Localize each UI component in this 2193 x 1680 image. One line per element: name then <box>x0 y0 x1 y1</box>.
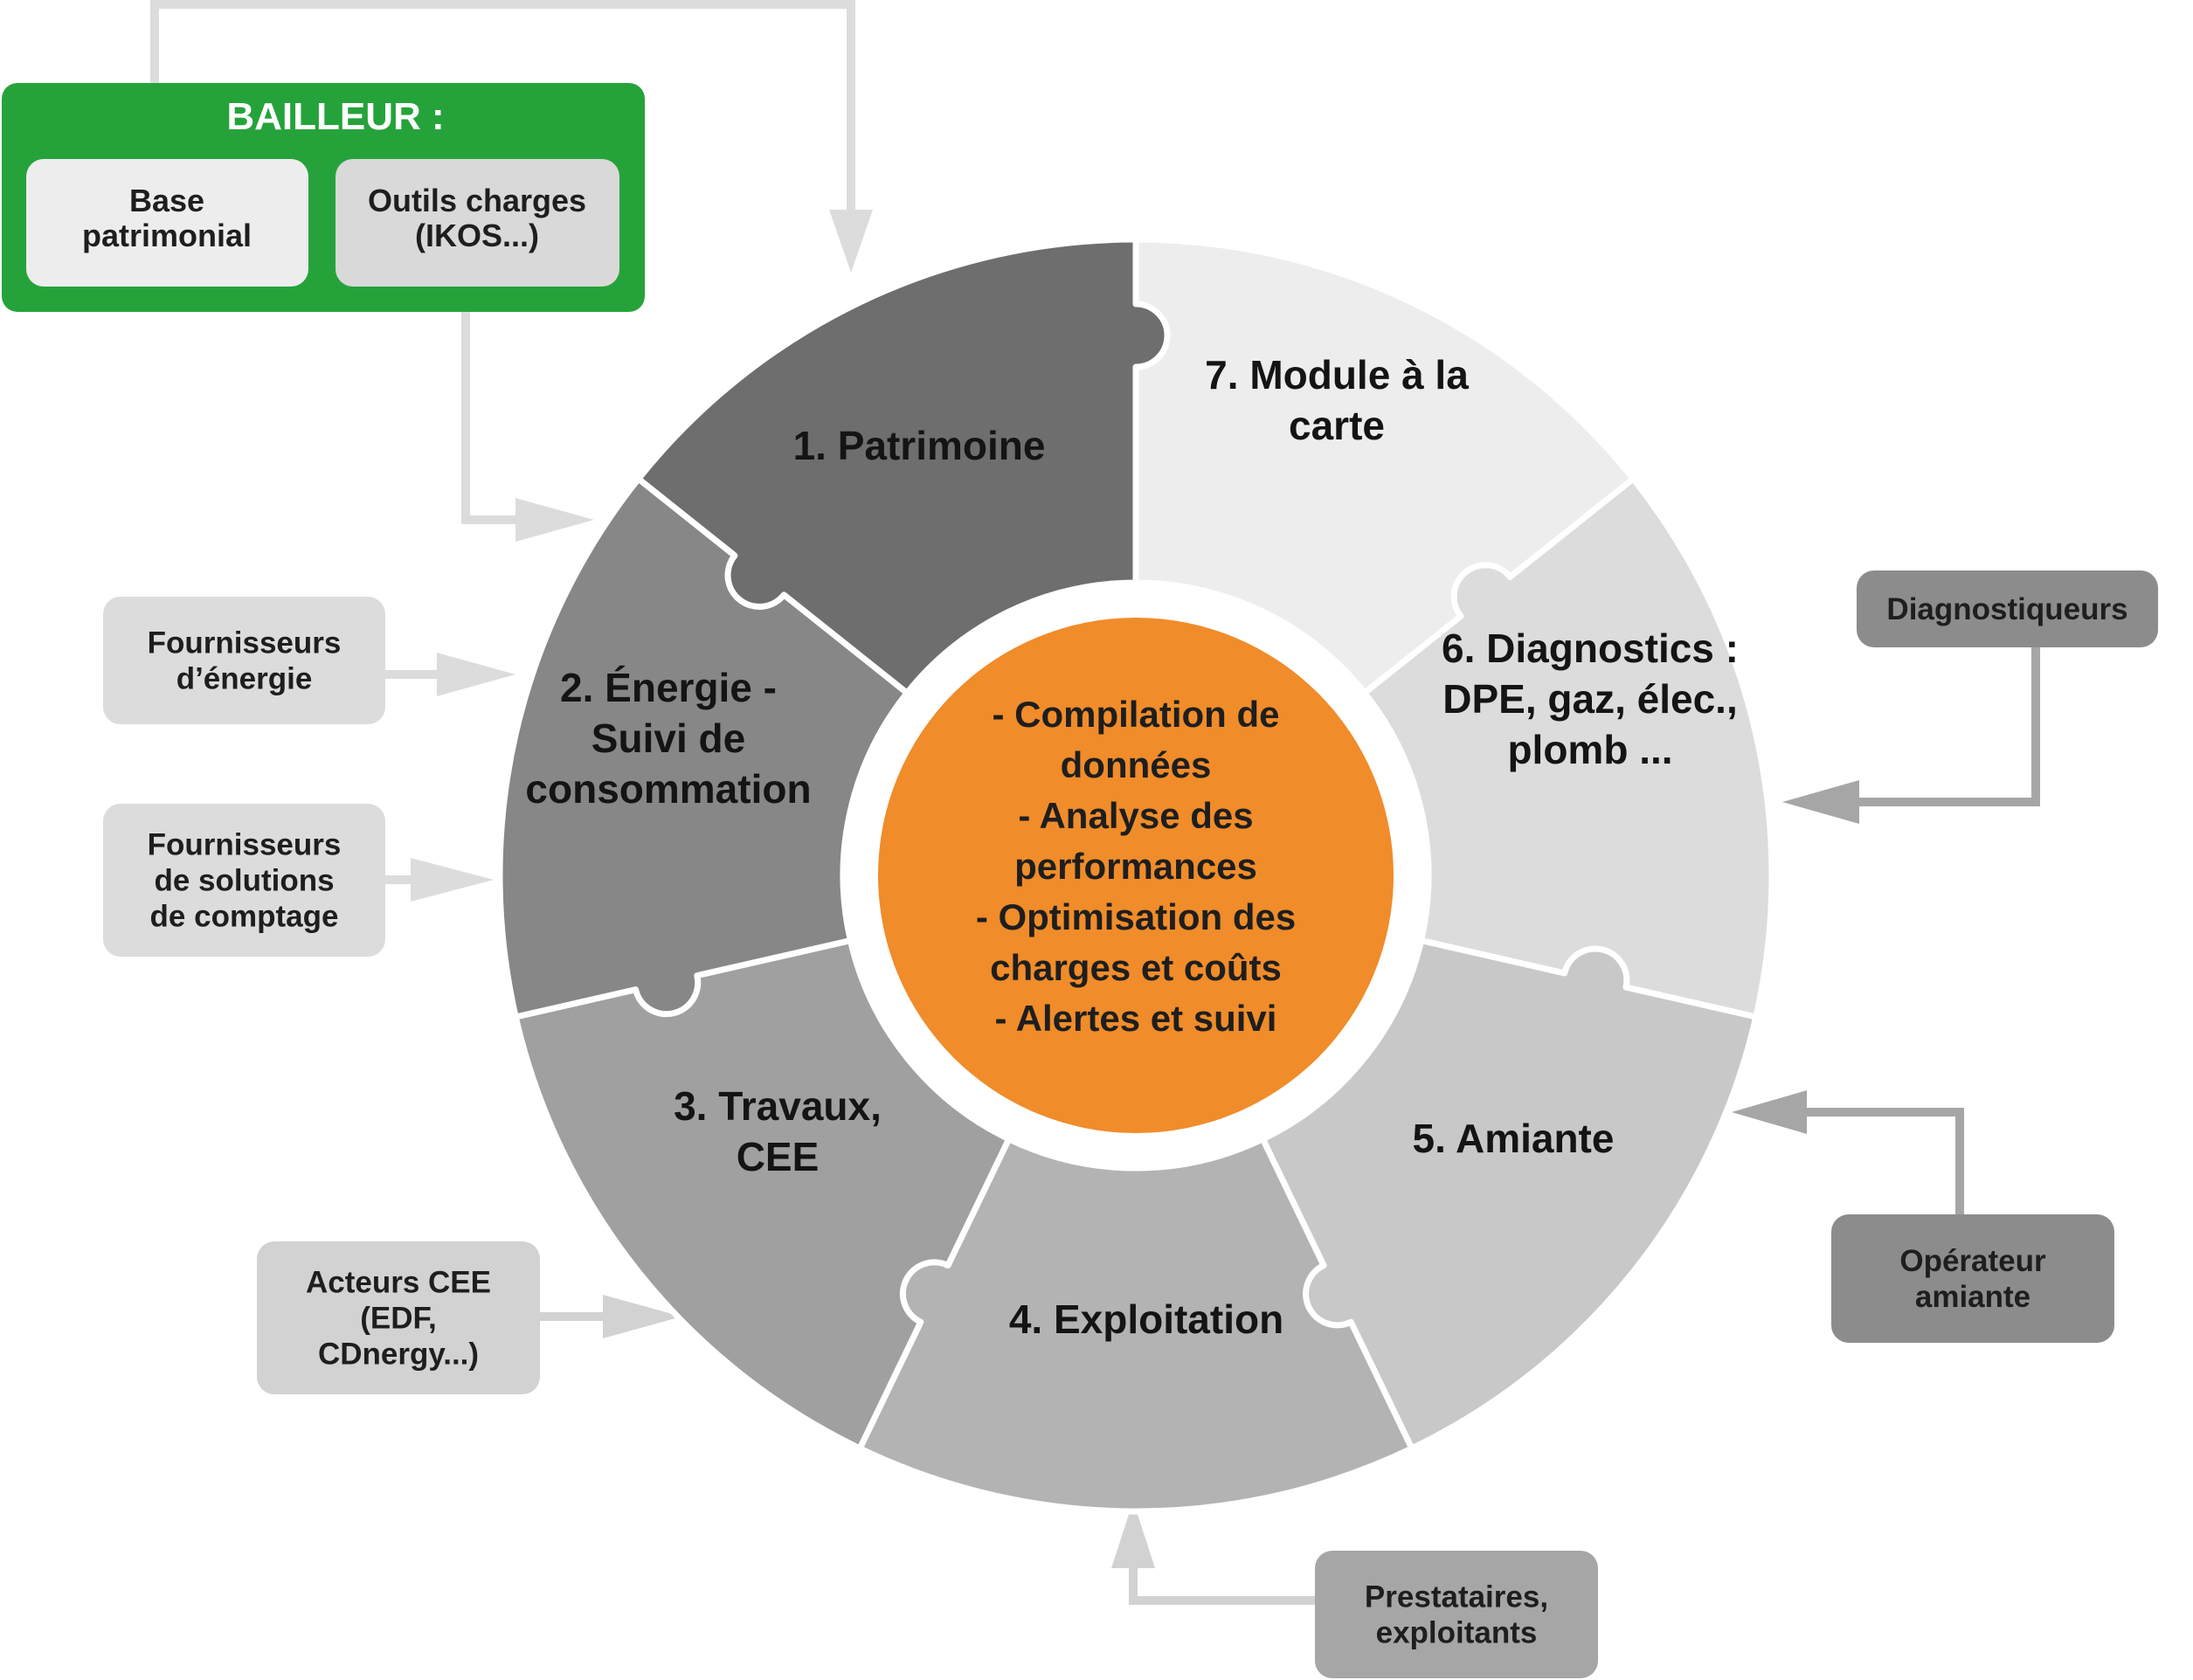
box-operateur-amiante <box>1831 1214 2114 1343</box>
text-line: 1. Patrimoine <box>793 423 1046 468</box>
box-fournisseurs-comptage <box>103 804 385 957</box>
text-line: Opérateur <box>1899 1244 2046 1278</box>
bailleur-title: BAILLEUR : <box>226 95 444 138</box>
label-diagnostiqueurs: Diagnostiqueurs <box>1886 592 2127 626</box>
center-text: - Compilation de données - Analyse des perf… <box>976 694 1296 1039</box>
arrow-head-fournisseurs-energie <box>437 653 515 696</box>
text-line: consommation <box>525 766 811 812</box>
text-line: 4. Exploitation <box>1009 1296 1283 1342</box>
text-line: de comptage <box>150 900 339 934</box>
text-line: amiante <box>1915 1280 2030 1314</box>
text-line: - Compilation de <box>993 694 1280 735</box>
arrow-head-operateur-amiante <box>1732 1090 1807 1134</box>
text-line: d’énergie <box>176 662 313 696</box>
outils-charges-box <box>336 159 619 287</box>
segment-travaux <box>1259 937 1760 1452</box>
text-line: Fournisseurs <box>148 828 342 862</box>
text-line: 5. Amiante <box>1413 1116 1615 1161</box>
box-fournisseurs-energie <box>103 597 385 724</box>
box-prestataires <box>1315 1551 1598 1678</box>
arrow-diagnostiqueurs <box>1852 646 2040 806</box>
segment-label-module: 7. Module à la carte <box>1205 352 1469 448</box>
text-line: Fournisseurs <box>148 626 342 660</box>
text-line: exploitants <box>1376 1616 1538 1650</box>
connector-arrows <box>150 0 2040 1605</box>
arrow-operateur-amiante <box>1800 1108 1964 1214</box>
center-circle <box>878 618 1394 1133</box>
arrow-head-prestataires <box>1111 1501 1155 1568</box>
text-line: Prestataires, <box>1365 1580 1548 1614</box>
segment-label-exploitation: 4. Exploitation <box>1009 1296 1283 1342</box>
text-line: données <box>1061 744 1212 785</box>
arrow-outils-to-energie <box>461 288 524 524</box>
box-diagnostiqueurs <box>1857 570 2158 647</box>
text-line: patrimonial <box>82 218 252 253</box>
text-line: CDnergy...) <box>318 1338 479 1372</box>
text-line: carte <box>1289 403 1385 448</box>
text-line: 2. Énergie - <box>560 665 777 710</box>
text-line: (IKOS...) <box>415 218 539 253</box>
segment-module <box>635 236 1171 696</box>
segment-label-energie: 2. Énergie - Suivi de consommation <box>525 665 811 812</box>
text-line: 3. Travaux, <box>674 1083 882 1129</box>
text-line: 6. Diagnostics : <box>1442 626 1739 671</box>
segment-label-diagnostics: 6. Diagnostics : DPE, gaz, élec., plomb ..… <box>1442 626 1739 772</box>
label-prestataires: Prestataires,exploitants <box>1365 1580 1548 1650</box>
segment-label-patrimoine: 1. Patrimoine <box>793 423 1046 468</box>
text-line: Diagnostiqueurs <box>1886 592 2127 626</box>
text-line: DPE, gaz, élec., <box>1442 676 1737 722</box>
text-line: Acteurs CEE <box>306 1266 491 1300</box>
text-line: 7. Module à la <box>1205 352 1469 398</box>
arrow-prestataires <box>1129 1564 1315 1605</box>
text-line: charges et coûts <box>990 947 1282 988</box>
segment-labels: 1. Patrimoine 2. Énergie - Suivi de consomm… <box>525 352 1739 1342</box>
segment-label-amiante: 5. Amiante <box>1413 1116 1615 1161</box>
segment-label-travaux: 3. Travaux, CEE <box>674 1083 882 1179</box>
text-line: plomb ... <box>1507 727 1672 772</box>
segment-exploitation <box>856 1136 1415 1515</box>
arrow-base-to-patrimoine <box>150 0 855 223</box>
arrow-head-base-to-patrimoine <box>829 210 873 273</box>
text-line: CEE <box>737 1134 820 1179</box>
text-line: Outils charges <box>368 183 586 218</box>
base-patrimonial-box <box>26 159 308 287</box>
text-line: performances <box>1014 846 1257 887</box>
arrow-head-outils-to-energie <box>515 498 594 542</box>
text-line: de solutions <box>154 864 334 898</box>
text-line: (EDF, <box>360 1302 437 1336</box>
box-acteurs-cee <box>257 1241 540 1394</box>
arrow-head-diagnostiqueurs <box>1782 780 1859 824</box>
puzzle-ring <box>496 236 1775 1515</box>
segment-amiante <box>512 937 1013 1452</box>
text-line: - Analyse des <box>1018 795 1253 836</box>
outils-charges-label: Outils charges(IKOS...) <box>368 183 586 253</box>
arrow-head-fournisseurs-comptage <box>411 858 494 902</box>
text-line: Base <box>129 183 204 218</box>
label-acteurs-cee: Acteurs CEE(EDF,CDnergy...) <box>306 1266 491 1372</box>
text-line: - Alertes et suivi <box>995 998 1277 1039</box>
arrow-head-acteurs-cee <box>603 1295 681 1338</box>
segment-energie <box>1361 475 1775 1020</box>
text-line: Suivi de <box>591 716 745 761</box>
text-line: - Optimisation des <box>976 896 1296 937</box>
